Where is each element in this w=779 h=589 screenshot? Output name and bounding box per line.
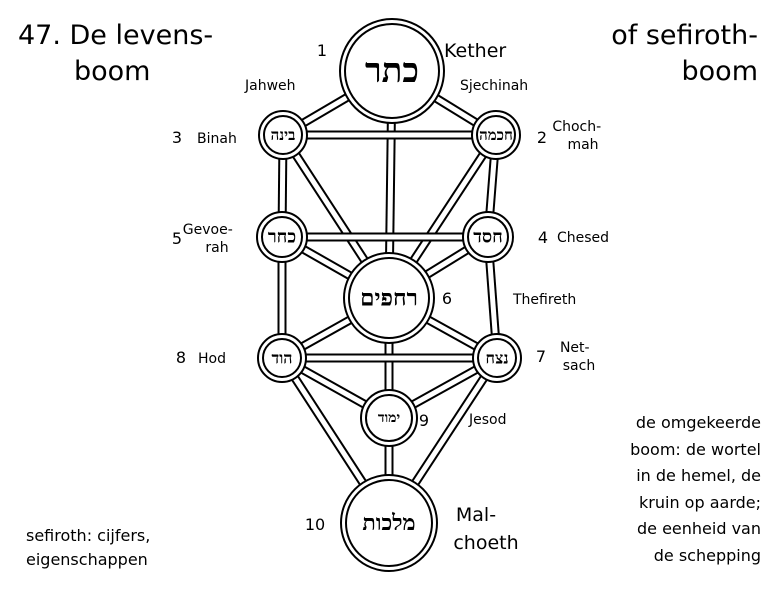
number-6: 6 [442,289,452,308]
sefira-binah-hebrew: בינה [271,126,296,144]
name-thefireth: Thefireth [512,292,576,308]
number-1: 1 [317,41,327,60]
note-left-line1: sefiroth: cijfers, [26,526,151,545]
name-chesed: Chesed [557,230,609,246]
label-sjechinah: Sjechinah [460,78,528,94]
name-jesod: Jesod [468,412,507,428]
name-binah: Binah [197,131,237,147]
sefira-jesod-hebrew: ימוד [378,410,400,426]
name-chochmah-line2: mah [567,137,598,153]
sefira-kether-inner-ring [344,23,440,119]
sefira-binah-inner-ring [263,115,303,155]
sefira-chochmah-hebrew: חכמה [479,126,513,144]
name-gevoerah: Gevoe- rah [183,222,237,256]
name-hod: Hod [198,351,226,367]
sefira-gevoerah-inner-ring [261,216,303,258]
sefira-chochmah-inner-ring [476,115,516,155]
name-chochmah: Choch- mah [552,119,605,153]
note-right-line2: boom: de wortel [630,440,761,459]
title-right-line1: of sefiroth- [611,20,758,51]
sefira-chesed-inner-ring [467,216,509,258]
title-left-line1: 47. De levens- [18,20,214,51]
number-5: 5 [172,229,182,248]
name-netsach-line1: Net- [560,340,590,356]
sefira-malchoeth-hebrew: מלכות [362,510,415,536]
title-left-line2: boom [74,56,151,87]
name-gevoerah-line2: rah [205,240,228,256]
sefira-hod-hebrew: הוד [272,349,293,368]
tree-circles: כתר חכמה בינה חסד כחר רחפים נצח הוד ימוד מלכות [256,18,522,572]
sefira-gevoerah-hebrew: כחר [268,227,296,248]
sefira-malchoeth-inner-ring [345,479,433,567]
note-right-line4: kruin op aarde; [639,493,761,512]
note-right-line1: de omgekeerde [635,413,761,432]
title-right-line2: boom [681,56,758,87]
number-9: 9 [419,411,429,430]
name-malchoeth-line2: choeth [453,532,518,554]
sefira-chesed-hebrew: חסד [473,227,503,248]
number-7: 7 [536,347,546,366]
sefira-thefireth-hebrew: רחפים [360,285,418,312]
sefira-netsach-inner-ring [477,338,517,378]
sefira-thefireth-inner-ring [348,257,430,339]
note-right-line3: in de hemel, de [636,466,761,485]
note-right-line6: de schepping [653,546,761,565]
name-malchoeth-line1: Mal- [456,504,496,526]
name-chochmah-line1: Choch- [552,119,601,135]
sefira-hod-inner-ring [262,338,302,378]
number-10: 10 [305,515,325,534]
name-netsach-line2: sach [563,358,595,374]
note-left-line2: eigenschappen [26,550,148,569]
name-malchoeth: Mal- choeth [453,504,518,554]
sefira-netsach-hebrew: נצח [485,349,508,368]
number-3: 3 [172,128,182,147]
sefira-jesod-inner-ring [365,394,413,442]
label-jahweh: Jahweh [244,78,296,94]
note-right-line5: de eenheid van [637,519,761,538]
number-8: 8 [176,348,186,367]
sefira-kether-hebrew: כתר [365,51,419,91]
number-2: 2 [537,128,547,147]
number-4: 4 [538,228,548,247]
name-kether: Kether [444,40,506,62]
name-netsach: Net- sach [560,340,595,374]
name-gevoerah-line1: Gevoe- [183,222,233,238]
